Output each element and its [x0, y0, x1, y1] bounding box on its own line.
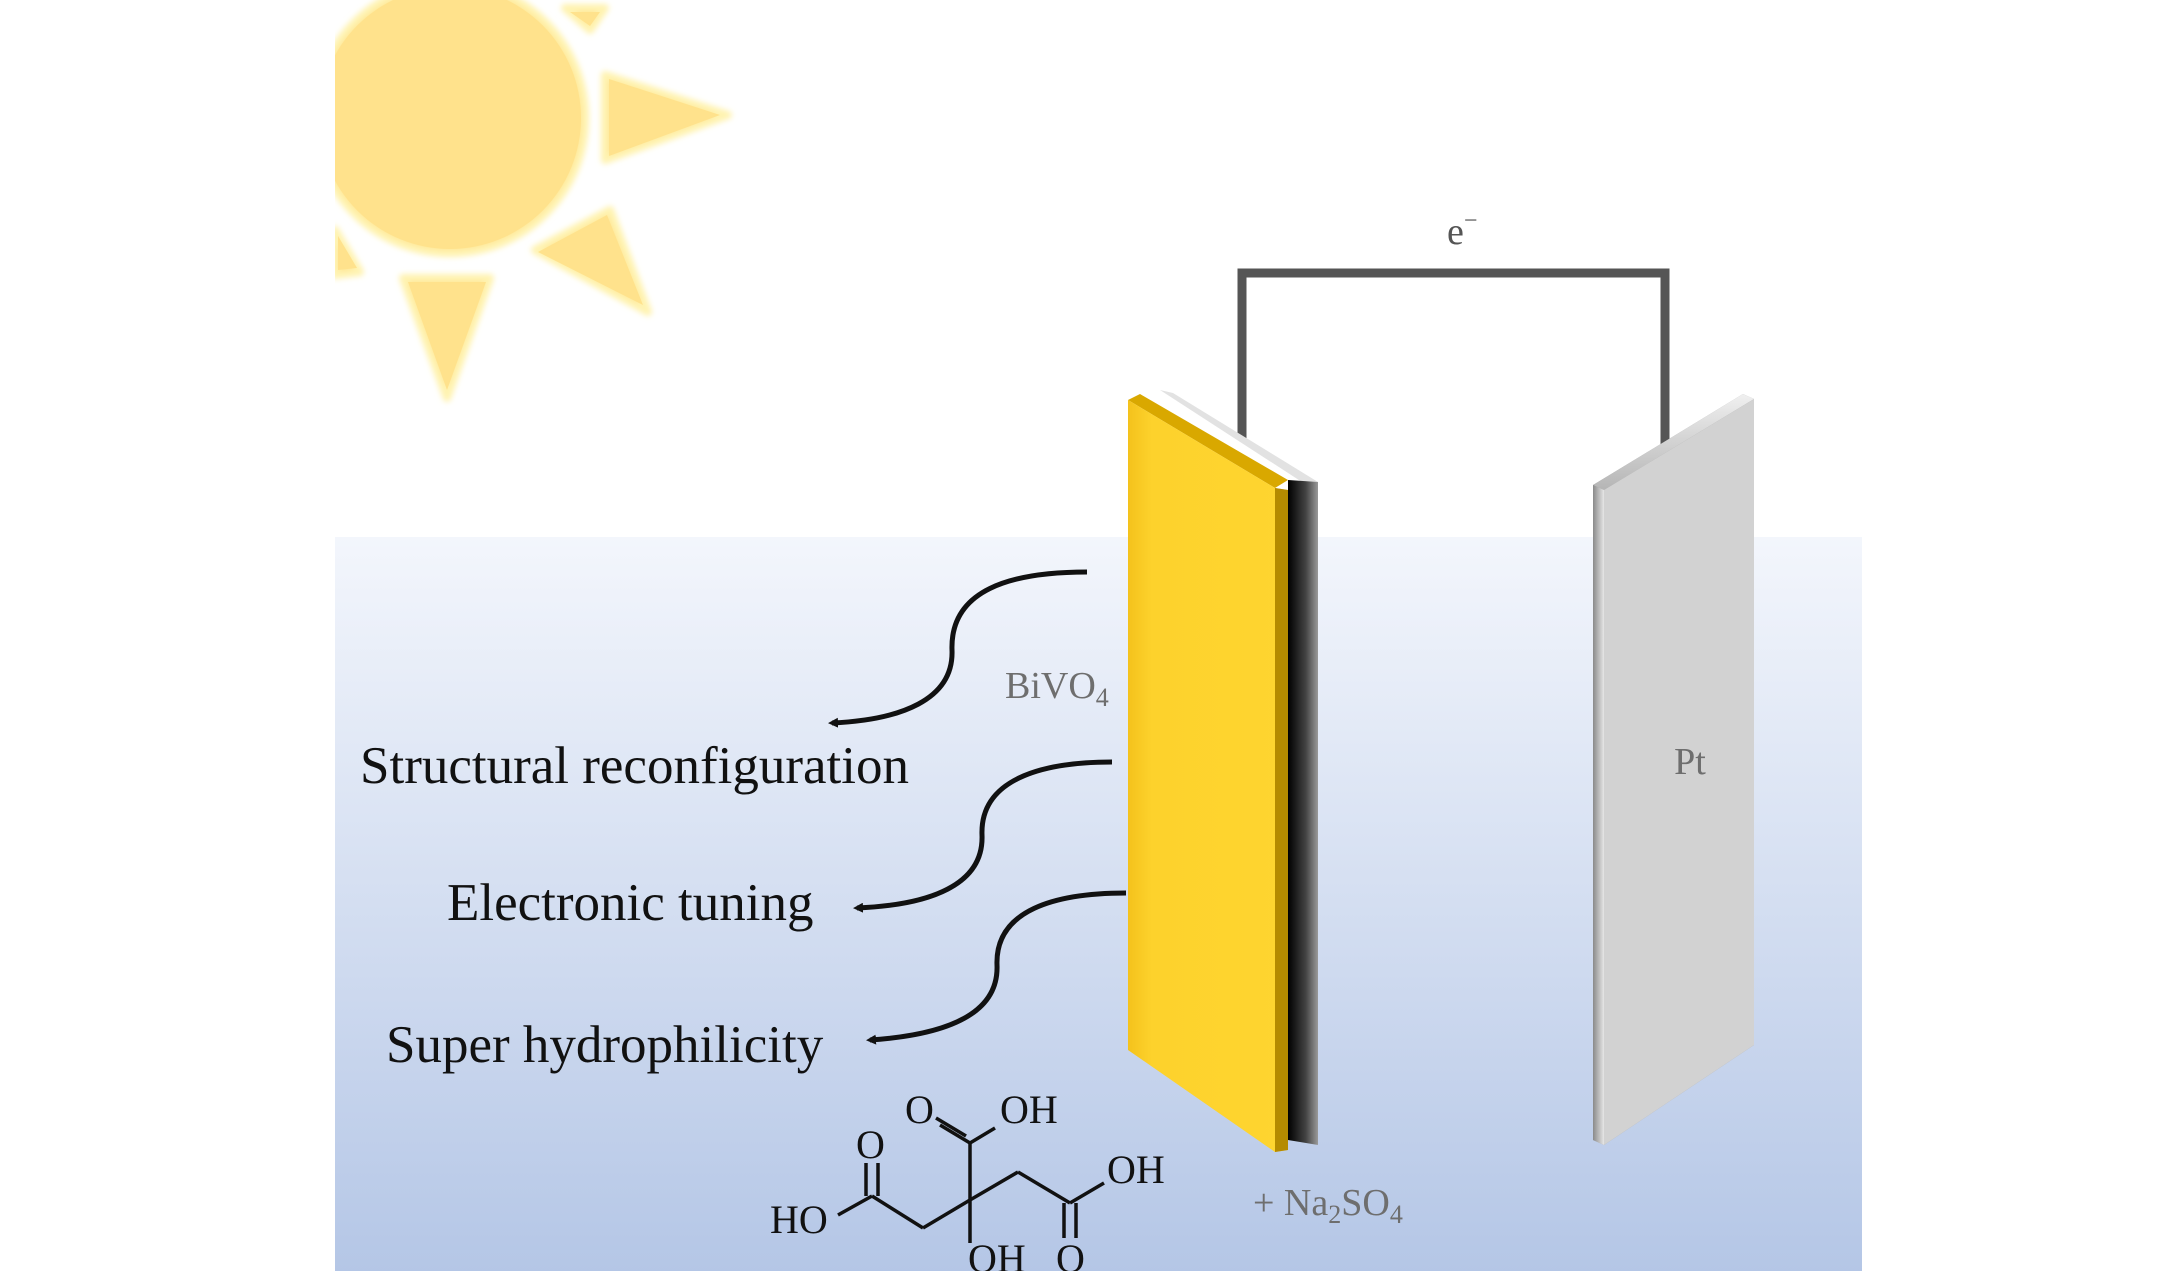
atom-oh-bottom: OH: [968, 1236, 1026, 1271]
atom-oh-right: OH: [1107, 1147, 1165, 1192]
atom-o-top-left: O: [905, 1087, 934, 1132]
pt-electrode: [1593, 394, 1754, 1145]
atom-ho-left: HO: [770, 1197, 828, 1242]
atom-o-bottom-right: O: [1056, 1236, 1085, 1271]
electron-label: e−: [1447, 208, 1477, 253]
effect-electronic-tuning: Electronic tuning: [447, 874, 813, 932]
effect-super-hydrophilicity: Super hydrophilicity: [386, 1016, 824, 1074]
pt-label: Pt: [1674, 741, 1706, 783]
external-circuit-wire: [1237, 268, 1670, 455]
arrow-structural: [828, 569, 1088, 728]
citric-acid-structure: [837, 1116, 1105, 1243]
atom-o-left: O: [856, 1122, 885, 1167]
arrow-hydrophilicity: [866, 890, 1127, 1045]
bivo4-photoanode: [1128, 390, 1318, 1152]
atom-oh-top: OH: [1000, 1087, 1058, 1132]
electrolyte-label: + Na2SO4: [1253, 1182, 1403, 1229]
bivo4-label: BiVO4: [1005, 665, 1109, 712]
effect-structural-reconfiguration: Structural reconfiguration: [360, 737, 909, 795]
arrow-electronic: [853, 759, 1113, 913]
sun-icon: [300, 0, 732, 420]
